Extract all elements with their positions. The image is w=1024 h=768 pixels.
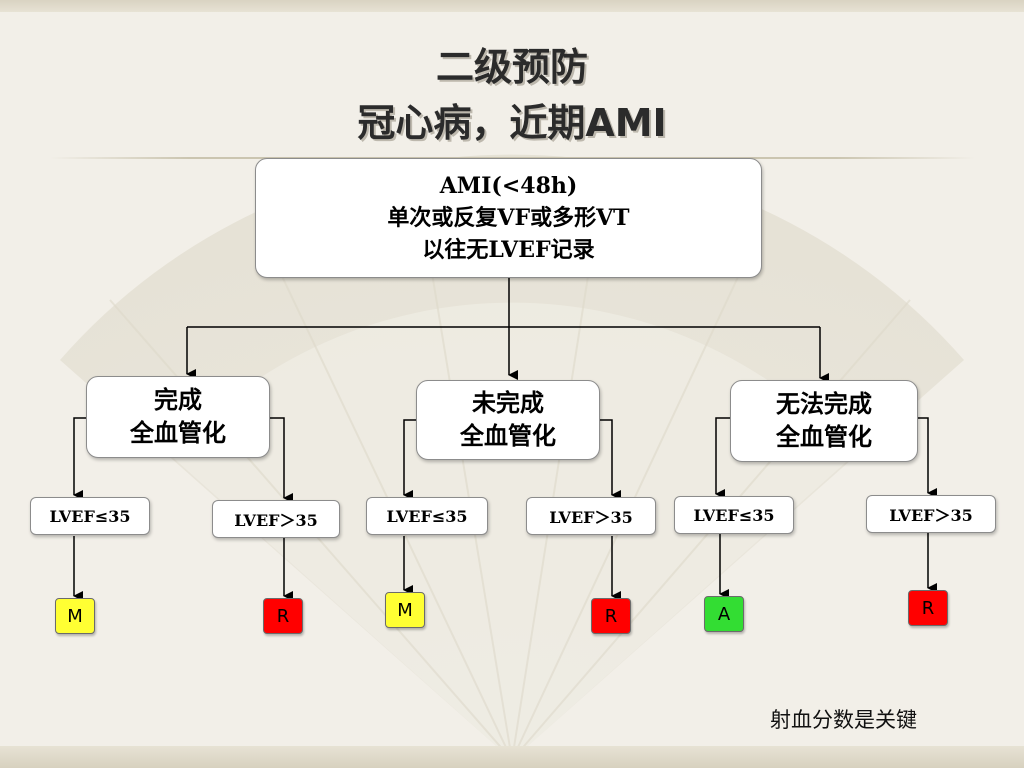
branch-line1: 未完成 xyxy=(472,389,544,417)
root-node: AMI(<48h) 单次或反复VF或多形VT 以往无LVEF记录 xyxy=(255,158,762,278)
slide-title-line2: 冠心病，近期AMI xyxy=(357,101,667,145)
result-node-4: R xyxy=(591,598,631,634)
connector-b2-left xyxy=(403,419,416,500)
root-line3: 以往无LVEF记录 xyxy=(422,237,595,263)
branch-line2: 全血管化 xyxy=(460,422,556,450)
branch-node-impossible: 无法完成 全血管化 xyxy=(730,380,918,462)
condition-node-4: LVEF＞35 xyxy=(526,497,656,535)
branch-node-complete: 完成 全血管化 xyxy=(86,376,270,458)
bottom-band xyxy=(0,746,1024,768)
connector-b3-right xyxy=(917,417,937,498)
connector-b1-left xyxy=(73,417,86,500)
condition-node-3: LVEF≤35 xyxy=(366,497,488,535)
condition-node-1: LVEF≤35 xyxy=(30,497,150,535)
result-node-6: R xyxy=(908,590,948,626)
condition-node-6: LVEF＞35 xyxy=(866,495,996,533)
connector-b1-right xyxy=(270,417,293,503)
branch-line2: 全血管化 xyxy=(776,423,872,451)
connector-b2-right xyxy=(600,419,621,500)
connector-b3-left xyxy=(715,417,730,499)
root-line2: 单次或反复VF或多形VT xyxy=(387,205,630,231)
result-node-2: R xyxy=(263,598,303,634)
footnote: 射血分数是关键 xyxy=(770,708,917,732)
branch-line2: 全血管化 xyxy=(130,419,226,447)
branch-line1: 完成 xyxy=(154,386,202,414)
slide-title-line1: 二级预防 xyxy=(435,45,588,89)
top-band xyxy=(0,0,1024,12)
condition-node-2: LVEF＞35 xyxy=(212,500,340,538)
branch-line1: 无法完成 xyxy=(776,390,872,418)
condition-node-5: LVEF≤35 xyxy=(674,496,794,534)
result-node-1: M xyxy=(55,598,95,634)
result-node-3: M xyxy=(385,592,425,628)
branch-node-incomplete: 未完成 全血管化 xyxy=(416,380,600,460)
result-node-5: A xyxy=(704,596,744,632)
root-line1: AMI(<48h) xyxy=(439,173,578,199)
